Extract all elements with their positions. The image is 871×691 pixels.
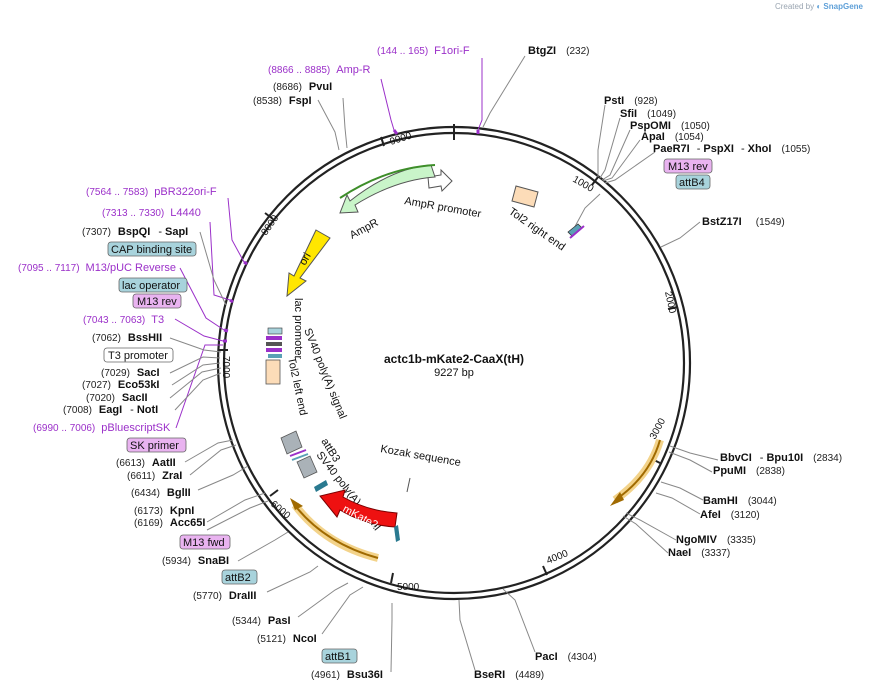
tick-8000: 8000 [259, 213, 281, 238]
svg-text:M13 rev: M13 rev [668, 161, 708, 173]
site-saci: (7029)SacI [101, 367, 160, 379]
svg-text:SK primer: SK primer [130, 440, 179, 452]
tick-5000: 5000 [397, 582, 420, 593]
tick-3000: 3000 [648, 416, 668, 441]
site-paci: PacI(4304) [535, 651, 597, 663]
primer-marks [223, 129, 480, 343]
feature-leaders [174, 58, 483, 429]
site-psti: PstI(928) [604, 95, 658, 107]
feature-m13puc: (7095 .. 7117)M13/pUC Reverse [18, 262, 176, 274]
site-leaders [169, 55, 719, 673]
label-lac-promoter: lac promoter [292, 298, 304, 359]
site-pasi: (5344)PasI [232, 615, 291, 627]
label-tol2-right: Tol2 right end [506, 206, 567, 254]
label-ori: ori [297, 251, 314, 268]
snapgene-logo-icon: ◐ [816, 2, 822, 11]
site-aatii: (6613)AatII [116, 457, 176, 469]
attb4-marker [567, 223, 585, 239]
site-pspomi: PspOMI(1050) [630, 120, 710, 132]
orange-arrow-bottom [290, 498, 379, 562]
site-naei: NaeI(3337) [668, 547, 730, 559]
box-attb4: attB4 [675, 174, 711, 190]
site-bstz17i: BstZ17I(1549) [702, 216, 785, 228]
credit-prefix: Created by [774, 2, 815, 11]
box-attb2: attB2 [221, 569, 258, 585]
credit-brand: SnapGene [823, 2, 863, 11]
tick-1000: 1000 [571, 174, 596, 195]
site-bsu36i: (4961)Bsu36I [311, 669, 383, 681]
label-tol2-left: Tol2 left end [285, 356, 309, 417]
tick-7000: 7000 [220, 356, 231, 379]
site-apai: ApaI(1054) [641, 131, 704, 143]
svg-text:T3 promoter: T3 promoter [108, 350, 168, 362]
site-bbvci: BbvCI-Bpu10I(2834) [720, 452, 842, 464]
ori-arrow [286, 229, 331, 298]
orange-arrow-right [610, 438, 664, 506]
site-sfii: SfiI(1049) [620, 108, 676, 120]
site-pvui: (8686)PvuI [273, 81, 332, 93]
ampr-arrow [339, 164, 436, 214]
feature-pbr322: (7564 .. 7583)pBR322ori-F [86, 186, 217, 198]
plasmid-name: actc1b-mKate2-CaaX(tH) [384, 352, 524, 366]
site-paer7i: PaeR7I-PspXI-XhoI(1055) [653, 143, 810, 155]
box-cap-binding-site: CAP binding site [107, 241, 197, 257]
svg-text:CAP binding site: CAP binding site [111, 244, 192, 256]
svg-text:attB1: attB1 [325, 651, 351, 663]
svg-text:attB2: attB2 [225, 572, 251, 584]
box-t3-promoter: T3 promoter [103, 347, 174, 363]
site-fspi: (8538)FspI [253, 95, 312, 107]
site-ngomiv: NgoMIV(3335) [676, 534, 756, 546]
box-sk-primer: SK primer [126, 437, 187, 453]
box-m13rev-left: M13 rev [132, 293, 182, 309]
feature-f1ori: (144 .. 165)F1ori-F [377, 45, 470, 57]
site-kpni: (6173)KpnI [134, 505, 194, 517]
tick-9000: 9000 [389, 130, 414, 147]
site-snabi: (5934)SnaBI [162, 555, 229, 567]
tick-2000: 2000 [662, 290, 677, 314]
position-ticks [218, 136, 679, 584]
tol2-right-box [511, 185, 539, 208]
attb3-block [280, 430, 328, 492]
site-bglii: (6434)BglII [131, 487, 191, 499]
site-afei: AfeI(3120) [700, 509, 760, 521]
svg-text:lac operator: lac operator [122, 280, 180, 292]
label-ampr: AmpR [348, 217, 381, 242]
site-ncoi: (5121)NcoI [257, 633, 317, 645]
ampr-promoter-arrow [427, 168, 453, 193]
box-m13fwd: M13 fwd [179, 534, 231, 550]
site-sacii: (7020)SacII [86, 392, 148, 404]
box-lac-operator: lac operator [118, 277, 188, 293]
site-ppumi: PpuMI(2838) [713, 465, 785, 477]
left-feature-cluster [265, 327, 283, 385]
site-bspqi: (7307)BspQI-SapI [82, 226, 188, 238]
svg-text:M13 fwd: M13 fwd [183, 537, 225, 549]
site-acc65i: (6169)Acc65I [134, 517, 205, 529]
site-eco53ki: (7027)Eco53kI [82, 379, 160, 391]
tick-6000: 6000 [268, 499, 292, 522]
site-bamhi: BamHI(3044) [703, 495, 777, 507]
plasmid-size: 9227 bp [434, 367, 474, 379]
snapgene-credit: Created by ◐ SnapGene [775, 2, 863, 11]
site-eagi: (7008)EagI-NotI [63, 404, 158, 416]
box-attb1: attB1 [321, 648, 358, 664]
label-ampr-promoter: AmpR promoter [403, 195, 482, 220]
kozak-leader [406, 477, 411, 493]
feature-t3: (7043 .. 7063)T3 [83, 314, 164, 326]
site-bseri: BseRI(4489) [474, 669, 544, 681]
mkate2-arrow [319, 489, 400, 542]
svg-text:attB4: attB4 [679, 177, 705, 189]
feature-pbluescript: (6990 .. 7006)pBluescriptSK [33, 422, 171, 434]
site-zrai: (6611)ZraI [127, 470, 182, 482]
site-bsshii: (7062)BssHII [92, 332, 162, 344]
label-kozak: Kozak sequence [379, 443, 461, 469]
site-btgzi: BtgZI(232) [528, 45, 589, 57]
svg-text:M13 rev: M13 rev [137, 296, 177, 308]
feature-amp-r: (8866 .. 8885)Amp-R [268, 64, 371, 76]
box-m13rev-right: M13 rev [663, 158, 713, 174]
site-draiii: (5770)DraIII [193, 590, 256, 602]
feature-l4440: (7313 .. 7330)L4440 [102, 207, 201, 219]
